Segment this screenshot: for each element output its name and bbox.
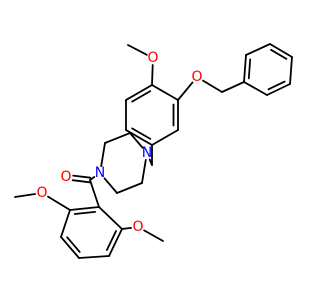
- double-bond-inner: [66, 236, 81, 253]
- double-bond-outer: [243, 54, 247, 83]
- single-bond: [141, 158, 147, 184]
- double-bond-outer: [69, 206, 100, 211]
- single-bond: [100, 142, 106, 168]
- double-bond-outer: [269, 43, 293, 58]
- single-bond: [143, 229, 164, 242]
- single-bond: [289, 56, 293, 85]
- single-bond: [98, 206, 123, 230]
- single-bond: [121, 226, 133, 230]
- double-bond-inner: [106, 230, 117, 251]
- single-bond: [14, 193, 36, 198]
- single-bond: [151, 64, 154, 86]
- methoxy-oxygen-left-label: O: [36, 185, 47, 201]
- carbonyl-double-bond-b: [71, 179, 91, 184]
- single-bond: [103, 177, 118, 194]
- single-bond: [127, 44, 148, 56]
- double-bond-inner: [267, 80, 286, 91]
- double-bond-inner: [270, 48, 288, 60]
- benzyloxy-oxygen-label: O: [191, 69, 202, 85]
- single-bond: [151, 84, 179, 101]
- carbonyl-double-bond-a: [72, 174, 92, 179]
- double-bond-inner: [131, 127, 152, 140]
- single-bond: [202, 79, 223, 93]
- double-bond-outer: [266, 83, 291, 96]
- bond-layer: [14, 43, 293, 259]
- double-bond-outer: [60, 236, 80, 259]
- single-bond: [177, 81, 194, 101]
- double-bond-outer: [125, 84, 153, 101]
- single-bond: [129, 132, 144, 149]
- piperazine-nitrogen-top-label: N: [142, 145, 152, 161]
- single-bond: [104, 132, 131, 144]
- methoxy-oxygen-top-label: O: [147, 50, 158, 66]
- single-bond: [116, 182, 143, 194]
- single-bond: [245, 43, 271, 56]
- single-bond: [148, 158, 153, 166]
- double-bond-inner: [131, 90, 152, 103]
- double-bond-inner: [247, 58, 252, 80]
- carbonyl-oxygen-label: O: [60, 169, 71, 185]
- single-bond: [89, 179, 100, 208]
- single-bond: [78, 255, 110, 259]
- single-bond: [151, 129, 179, 146]
- methoxy-oxygen-right-label: O: [132, 219, 143, 235]
- single-bond: [243, 81, 268, 96]
- single-bond: [60, 209, 71, 238]
- double-bond-outer: [108, 228, 123, 257]
- single-bond: [221, 81, 245, 93]
- double-bond-inner: [73, 210, 96, 215]
- piperazine-nitrogen-bottom-label: N: [95, 165, 105, 181]
- single-bond: [47, 195, 71, 211]
